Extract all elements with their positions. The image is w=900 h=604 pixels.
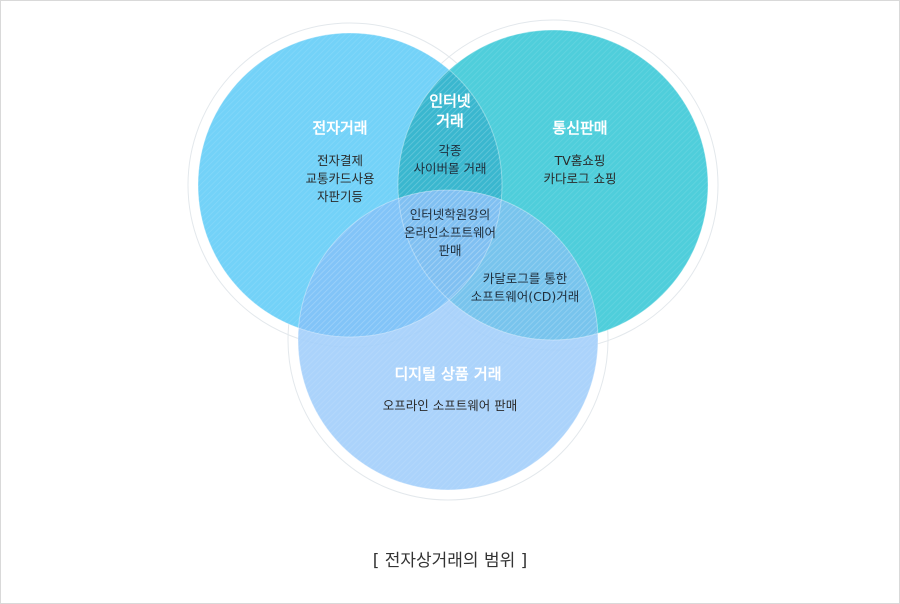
telecom-item: TV홈쇼핑 xyxy=(554,153,606,168)
telecom-items: TV홈쇼핑 카다로그 쇼핑 xyxy=(480,152,680,188)
telecom-digital-item: 카달로그를 통한 xyxy=(482,271,568,286)
internet-item: 사이버몰 거래 xyxy=(413,161,487,177)
center-items: 인터넷학원강의 온라인소프트웨어 판매 xyxy=(370,206,530,260)
center-item: 판매 xyxy=(438,243,462,259)
electronic-item: 자판기등 xyxy=(316,189,363,205)
telecom-digital-item: 소프트웨어(CD)거래 xyxy=(470,289,580,305)
internet-title-line: 거래 xyxy=(436,111,464,130)
center-item: 인터넷학원강의 xyxy=(409,207,491,222)
electronic-title: 전자거래 xyxy=(312,119,368,137)
digital-item: 오프라인 소프트웨어 판매 xyxy=(382,398,518,413)
diagram-caption: [ 전자상거래의 범위 ] xyxy=(372,551,528,571)
internet-title: 인터넷 거래 xyxy=(400,92,500,131)
digital-title: 디지털 상품 거래 xyxy=(394,365,502,383)
telecom-item: 카다로그 쇼핑 xyxy=(543,171,617,187)
internet-title-line: 인터넷 xyxy=(429,92,471,110)
internet-item: 각종 xyxy=(438,143,462,158)
electronic-item: 교통카드사용 xyxy=(305,171,375,187)
telecom-title: 통신판매 xyxy=(552,119,608,137)
electronic-items: 전자결제 교통카드사용 자판기등 xyxy=(240,152,440,206)
internet-items: 각종 사이버몰 거래 xyxy=(390,142,510,178)
digital-items: 오프라인 소프트웨어 판매 xyxy=(330,397,570,415)
center-item: 온라인소프트웨어 xyxy=(403,225,496,241)
electronic-item: 전자결제 xyxy=(316,153,363,168)
telecom-digital-items: 카달로그를 통한 소프트웨어(CD)거래 xyxy=(450,270,600,306)
